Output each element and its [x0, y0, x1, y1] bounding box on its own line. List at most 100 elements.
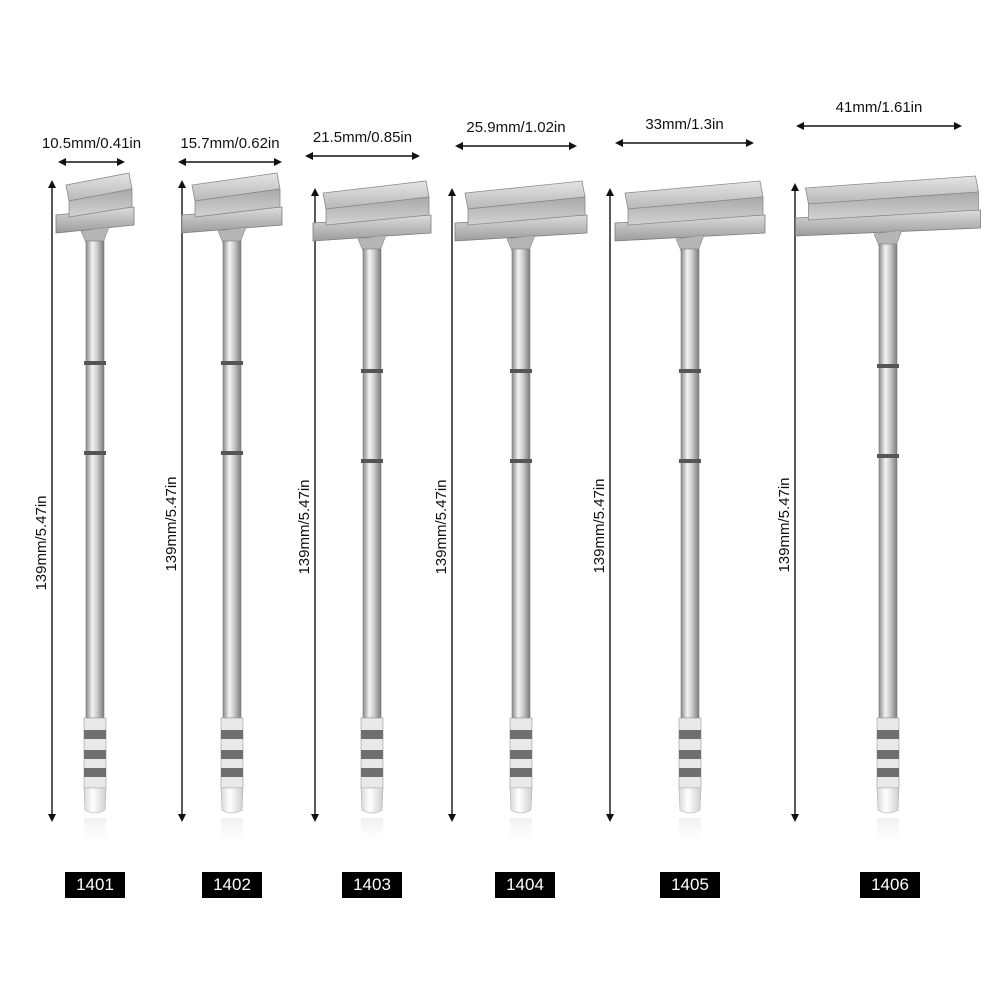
model-label-1406: 1406 [860, 872, 920, 898]
model-label-1403: 1403 [342, 872, 402, 898]
reflection [361, 818, 383, 848]
connector-band [877, 750, 899, 759]
connector-band [679, 768, 701, 777]
soldering-tip-1406: 41mm/1.61in 139mm/5.47in [776, 99, 981, 848]
soldering-tip-1402: 15.7mm/0.62in 139mm/5.47in [163, 135, 283, 848]
blade-head [55, 172, 135, 246]
model-label-1405: 1405 [660, 872, 720, 898]
arrow-left-icon [305, 152, 313, 160]
connector-band [510, 730, 532, 739]
blade-head [614, 180, 766, 254]
shaft-ring [84, 451, 106, 455]
arrow-down-icon [791, 814, 799, 822]
model-label-1404: 1404 [495, 872, 555, 898]
length-dimension: 139mm/5.47in [296, 188, 319, 822]
connector-band [221, 750, 243, 759]
arrow-left-icon [178, 158, 186, 166]
arrow-right-icon [274, 158, 282, 166]
shaft-ring [221, 451, 243, 455]
length-dimension: 139mm/5.47in [776, 183, 799, 822]
length-label: 139mm/5.47in [776, 477, 793, 572]
length-dimension: 139mm/5.47in [591, 188, 614, 822]
shaft-ring [84, 361, 106, 365]
connector-cap [678, 787, 702, 814]
connector-band [84, 768, 106, 777]
tip-width-dimension: 15.7mm/0.62in [178, 135, 282, 166]
connector-band [510, 768, 532, 777]
arrow-up-icon [311, 188, 319, 196]
length-dimension: 139mm/5.47in [433, 188, 456, 822]
shaft-ring [679, 459, 701, 463]
arrow-left-icon [58, 158, 66, 166]
length-label: 139mm/5.47in [33, 495, 50, 590]
arrow-up-icon [606, 188, 614, 196]
connector-cap [83, 787, 107, 814]
arrow-down-icon [178, 814, 186, 822]
arrow-up-icon [448, 188, 456, 196]
arrow-up-icon [178, 180, 186, 188]
connector [509, 717, 533, 848]
blade-head [454, 180, 588, 254]
arrow-down-icon [448, 814, 456, 822]
connector-band [361, 730, 383, 739]
arrow-right-icon [569, 142, 577, 150]
reflection [221, 818, 243, 848]
tip-width-dimension: 21.5mm/0.85in [305, 129, 420, 160]
connector [678, 717, 702, 848]
tip-width-dimension: 41mm/1.61in [796, 99, 962, 130]
connector-band [221, 768, 243, 777]
tip-width-label: 41mm/1.61in [836, 99, 923, 116]
reflection [84, 818, 106, 848]
connector [360, 717, 384, 848]
blade-head [181, 172, 283, 246]
connector-cap [509, 787, 533, 814]
reflection [679, 818, 701, 848]
blade-front [194, 188, 281, 218]
arrow-left-icon [796, 122, 804, 130]
soldering-tip-1404: 25.9mm/1.02in 139mm/5.47in [433, 119, 588, 848]
tip-width-label: 33mm/1.3in [645, 116, 723, 133]
connector-cap [220, 787, 244, 814]
connector-band [679, 730, 701, 739]
tip-shaft [362, 248, 382, 719]
arrow-down-icon [606, 814, 614, 822]
connector-band [361, 768, 383, 777]
soldering-tip-1405: 33mm/1.3in 139mm/5.47in [591, 116, 766, 848]
tip-shaft [85, 240, 105, 719]
tip-shaft [222, 240, 242, 719]
connector-band [679, 750, 701, 759]
model-label-1402: 1402 [202, 872, 262, 898]
connector-band [221, 730, 243, 739]
arrow-left-icon [455, 142, 463, 150]
tip-width-label: 25.9mm/1.02in [466, 119, 565, 136]
arrow-right-icon [954, 122, 962, 130]
tip-shaft [680, 248, 700, 719]
length-label: 139mm/5.47in [163, 476, 180, 571]
tip-width-dimension: 33mm/1.3in [615, 116, 754, 147]
shaft-ring [361, 459, 383, 463]
connector-band [877, 730, 899, 739]
blade-front [325, 196, 430, 226]
connector-band [84, 750, 106, 759]
connector-cap [360, 787, 384, 814]
tip-width-label: 15.7mm/0.62in [180, 135, 279, 152]
connector [83, 717, 107, 848]
connector [220, 717, 244, 848]
tip-width-dimension: 25.9mm/1.02in [455, 119, 577, 150]
arrow-right-icon [412, 152, 420, 160]
length-label: 139mm/5.47in [296, 479, 313, 574]
blade-head [795, 175, 981, 249]
tip-shaft [878, 243, 898, 719]
reflection [510, 818, 532, 848]
blade-front [68, 188, 133, 218]
blade-front [627, 196, 764, 226]
tip-width-label: 21.5mm/0.85in [313, 129, 412, 146]
connector-band [510, 750, 532, 759]
arrow-up-icon [791, 183, 799, 191]
length-label: 139mm/5.47in [433, 479, 450, 574]
blade-front [808, 191, 979, 221]
blade-front [467, 196, 586, 226]
arrow-right-icon [746, 139, 754, 147]
arrow-left-icon [615, 139, 623, 147]
